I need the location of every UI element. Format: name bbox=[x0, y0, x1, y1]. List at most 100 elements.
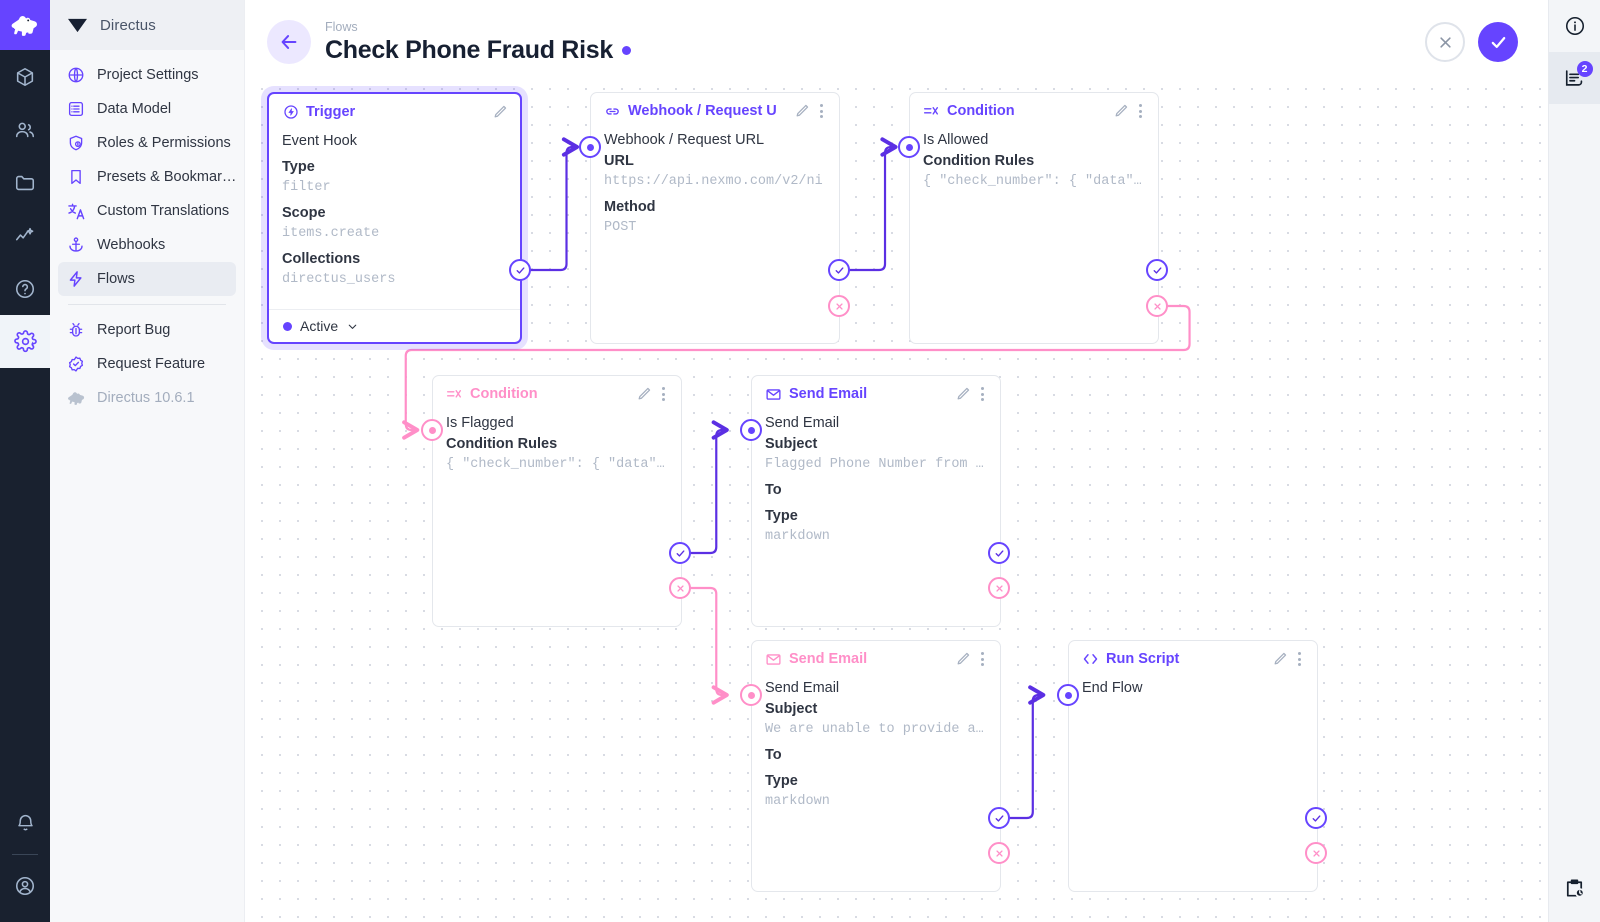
node-menu-icon[interactable] bbox=[656, 385, 670, 403]
edit-pencil-icon[interactable] bbox=[635, 385, 653, 403]
port-reject-run-script[interactable] bbox=[1305, 842, 1327, 864]
port-input-send-email-unable[interactable] bbox=[740, 684, 762, 706]
port-resolve-send-email-flagged[interactable] bbox=[988, 542, 1010, 564]
flow-canvas[interactable]: Trigger Event Hook Type filter Scope bbox=[245, 0, 1548, 922]
flow-node-condition-is-allowed[interactable]: Condition Is Allowed Condition Rules { "… bbox=[909, 92, 1159, 344]
rabbit-icon bbox=[66, 388, 86, 408]
port-input-send-email-flagged[interactable] bbox=[740, 419, 762, 441]
field-label: Type bbox=[765, 508, 798, 524]
node-body: Event Hook Type filter Scope items.creat… bbox=[269, 130, 520, 302]
bell-icon bbox=[17, 814, 33, 831]
edit-pencil-icon[interactable] bbox=[954, 650, 972, 668]
directus-rabbit-logo-icon bbox=[11, 16, 37, 36]
node-menu-icon[interactable] bbox=[975, 385, 989, 403]
field-value: directus_users bbox=[282, 272, 396, 287]
field-value: markdown bbox=[765, 794, 830, 809]
directus-logo[interactable] bbox=[0, 0, 50, 50]
flow-status-selector[interactable]: Active bbox=[269, 309, 520, 342]
sidebar-item-roles-permissions[interactable]: Roles & Permissions bbox=[58, 126, 236, 160]
port-resolve-condition-is-flagged[interactable] bbox=[669, 542, 691, 564]
sidebar-item-flows[interactable]: Flows bbox=[58, 262, 236, 296]
help-circle-icon bbox=[15, 279, 35, 298]
sidebar-logs-button[interactable]: 2 bbox=[1548, 52, 1600, 104]
sidebar-history-button[interactable] bbox=[1549, 862, 1600, 914]
rail-item-insights[interactable] bbox=[0, 209, 50, 262]
breadcrumb[interactable]: Flows bbox=[325, 19, 358, 34]
rail-item-docs[interactable] bbox=[0, 262, 50, 315]
field-value: { "check_number": { "data"… bbox=[446, 457, 665, 472]
port-resolve-trigger[interactable] bbox=[509, 259, 531, 281]
mail-icon bbox=[765, 386, 782, 403]
gear-icon bbox=[13, 330, 37, 353]
port-input-run-script[interactable] bbox=[1057, 684, 1079, 706]
rail-item-settings[interactable] bbox=[0, 315, 50, 368]
sidebar-item-custom-translations[interactable]: Custom Translations bbox=[58, 194, 236, 228]
settings-sidebar: Directus Project Settings Data M bbox=[50, 0, 245, 922]
sidebar-info-button[interactable] bbox=[1549, 0, 1600, 52]
node-body: Is Flagged Condition Rules { "check_numb… bbox=[433, 412, 681, 487]
sidebar-item-presets-bookmarks[interactable]: Presets & Bookmar… bbox=[58, 160, 236, 194]
node-body: Is Allowed Condition Rules { "check_numb… bbox=[910, 129, 1158, 204]
edit-pencil-icon[interactable] bbox=[491, 103, 509, 121]
check-icon bbox=[1491, 36, 1505, 48]
port-resolve-run-script[interactable] bbox=[1305, 807, 1327, 829]
bolt-icon bbox=[66, 269, 86, 289]
rail-item-account[interactable] bbox=[0, 859, 50, 912]
port-resolve-condition-is-allowed[interactable] bbox=[1146, 259, 1168, 281]
sidebar-item-project-settings[interactable]: Project Settings bbox=[58, 58, 236, 92]
port-resolve-webhook[interactable] bbox=[828, 259, 850, 281]
node-menu-icon[interactable] bbox=[975, 650, 989, 668]
status-label: Active bbox=[300, 318, 339, 334]
edit-pencil-icon[interactable] bbox=[1112, 102, 1130, 120]
flow-node-send-email-unable[interactable]: Send Email Send Email Subject We are una… bbox=[751, 640, 1001, 892]
flow-node-send-email-flagged[interactable]: Send Email Send Email Subject Flagged Ph… bbox=[751, 375, 1001, 627]
node-operation-name: Is Allowed bbox=[923, 132, 989, 148]
port-input-condition-is-allowed[interactable] bbox=[898, 136, 920, 158]
edit-pencil-icon[interactable] bbox=[1271, 650, 1289, 668]
flow-node-webhook[interactable]: Webhook / Request U Webhook / Request UR… bbox=[590, 92, 840, 344]
field-label: Subject bbox=[765, 701, 818, 717]
rail-bottom-group bbox=[0, 797, 50, 922]
bookmark-icon bbox=[66, 167, 86, 187]
field-label: Collections bbox=[282, 251, 361, 267]
port-reject-condition-is-allowed[interactable] bbox=[1146, 295, 1168, 317]
port-reject-condition-is-flagged[interactable] bbox=[669, 577, 691, 599]
rail-item-files[interactable] bbox=[0, 156, 50, 209]
node-type-label: Send Email bbox=[789, 651, 868, 667]
field-value: markdown bbox=[765, 529, 830, 544]
flow-node-trigger[interactable]: Trigger Event Hook Type filter Scope bbox=[267, 92, 522, 344]
node-menu-icon[interactable] bbox=[814, 102, 828, 120]
node-menu-icon[interactable] bbox=[1292, 650, 1306, 668]
flow-node-condition-is-flagged[interactable]: Condition Is Flagged Condition Rules { "… bbox=[432, 375, 682, 627]
port-input-webhook[interactable] bbox=[579, 136, 601, 158]
node-operation-name: Webhook / Request URL bbox=[604, 132, 765, 148]
node-type-label: Webhook / Request U bbox=[628, 103, 777, 119]
rail-item-notifications[interactable] bbox=[0, 797, 50, 850]
sidebar-item-webhooks[interactable]: Webhooks bbox=[58, 228, 236, 262]
port-resolve-send-email-unable[interactable] bbox=[988, 807, 1010, 829]
sidebar-item-report-bug[interactable]: Report Bug bbox=[58, 313, 236, 347]
edit-pencil-icon[interactable] bbox=[954, 385, 972, 403]
port-reject-webhook[interactable] bbox=[828, 295, 850, 317]
node-type-label: Condition bbox=[947, 103, 1015, 119]
port-input-condition-is-flagged[interactable] bbox=[421, 419, 443, 441]
rail-divider bbox=[12, 854, 38, 855]
edit-pencil-icon[interactable] bbox=[793, 102, 811, 120]
rail-item-content[interactable] bbox=[0, 50, 50, 103]
back-button[interactable] bbox=[267, 20, 311, 64]
rail-item-users[interactable] bbox=[0, 103, 50, 156]
port-reject-send-email-flagged[interactable] bbox=[988, 577, 1010, 599]
sidebar-item-request-feature[interactable]: Request Feature bbox=[58, 347, 236, 381]
condition-rule-icon bbox=[446, 386, 463, 403]
field-value: { "check_number": { "data"… bbox=[923, 174, 1142, 189]
save-button[interactable] bbox=[1478, 22, 1518, 62]
flow-node-run-script[interactable]: Run Script End Flow bbox=[1068, 640, 1318, 892]
field-label: URL bbox=[604, 153, 634, 169]
directus-diamond-icon bbox=[68, 18, 87, 32]
port-reject-send-email-unable[interactable] bbox=[988, 842, 1010, 864]
sidebar-item-data-model[interactable]: Data Model bbox=[58, 92, 236, 126]
cancel-button[interactable] bbox=[1425, 22, 1465, 62]
title-row: Check Phone Fraud Risk bbox=[325, 36, 631, 65]
node-menu-icon[interactable] bbox=[1133, 102, 1147, 120]
